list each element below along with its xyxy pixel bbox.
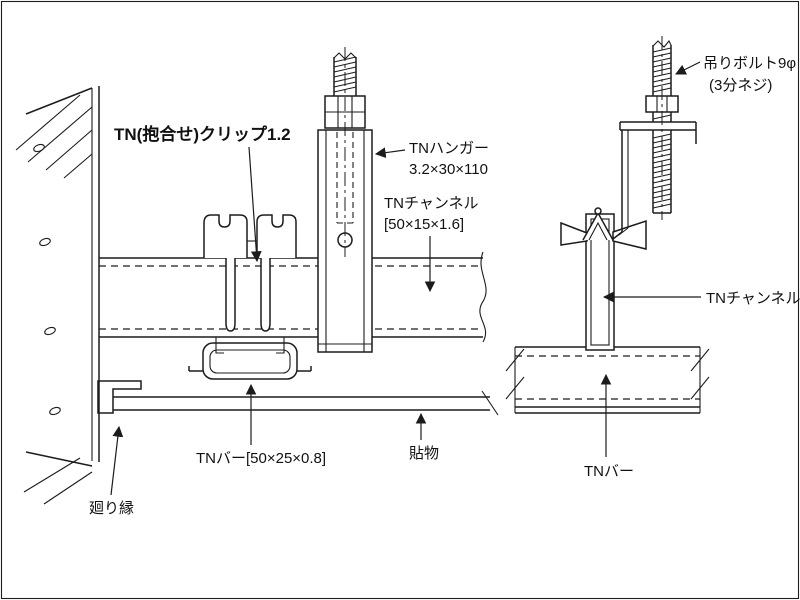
leader-clip: [248, 146, 262, 263]
label-clip: TN(抱合せ)クリップ1.2: [114, 124, 291, 144]
bracket-strap-bend: [618, 227, 629, 236]
wall-hole: [44, 326, 56, 336]
label-bolt-size: (3分ネジ): [709, 77, 772, 94]
wall-hole: [49, 406, 61, 416]
center-bolt: [324, 47, 366, 257]
wall-hole: [39, 237, 51, 247]
leader-bolt: [675, 61, 701, 75]
clip-hook: [276, 337, 285, 354]
wall-hatch-line: [27, 106, 93, 163]
labels: TN(抱合せ)クリップ1.2 TNハンガー 3.2×30×110 TNチャンネル…: [89, 55, 800, 517]
channel-break-line: [479, 251, 487, 343]
wall-hatch-line: [45, 129, 93, 171]
tn-clip: [203, 214, 297, 332]
thread-line: [652, 82, 672, 88]
tn-channel-end: [560, 207, 647, 351]
wall-bottom-cut: [25, 451, 93, 467]
label-hanger-size: 3.2×30×110: [409, 161, 488, 178]
rod-break-top: [652, 40, 672, 48]
wall-section: [15, 86, 100, 505]
wall-hatch-line: [43, 471, 93, 505]
clip-loop: [594, 207, 602, 215]
label-channel-name: TNチャンネル: [384, 195, 479, 212]
clip-prong: [260, 258, 271, 332]
thread-line: [652, 173, 672, 179]
board-break-slash: [481, 390, 499, 416]
hanging-bolt: [612, 36, 697, 240]
bar-cut-slash: [505, 376, 525, 400]
thread-line: [652, 148, 672, 154]
wall-hatch-line: [23, 457, 81, 493]
label-molding: 廻り縁: [89, 500, 134, 517]
clip-peak-inner: [588, 221, 608, 241]
leader-lines: [110, 61, 701, 496]
clip-wing-left: [560, 221, 588, 246]
clip-wing-right: [612, 219, 647, 250]
leader-hanger: [374, 147, 406, 159]
bar-cut-slash: [505, 348, 525, 372]
label-channel-right: TNチャンネル: [706, 290, 800, 307]
thread-line: [333, 61, 357, 68]
molding-outline: [97, 380, 142, 414]
tn-bar-side: [505, 346, 710, 414]
clip-prong: [225, 258, 236, 332]
wall-hole: [33, 143, 45, 153]
wall-hatch-line: [63, 153, 93, 179]
tn-channel-side: [99, 251, 487, 343]
wall-hatch-line: [15, 94, 81, 151]
clip-hook: [215, 337, 224, 354]
clip-hump-right: [256, 214, 297, 258]
bar-cut-slash: [690, 376, 710, 400]
label-channel-size: [50×15×1.6]: [384, 216, 464, 233]
thread-line: [652, 198, 672, 204]
bar-cut-slash: [690, 348, 710, 372]
label-bar-left: TNバー[50×25×0.8]: [196, 450, 326, 467]
bar-inner: [209, 349, 291, 374]
label-bar-right: TNバー: [584, 463, 634, 480]
leader-molding: [110, 425, 124, 496]
label-bolt-name: 吊りボルト9φ: [703, 55, 796, 72]
label-board: 貼物: [409, 445, 439, 462]
clip-hump-left: [203, 214, 248, 258]
wall-top-cut: [25, 87, 93, 115]
thread-line: [652, 57, 672, 63]
board: [113, 390, 499, 416]
bar-outer: [202, 342, 298, 380]
label-hanger-name: TNハンガー: [409, 140, 489, 157]
tn-bar-section: [188, 337, 312, 380]
thread-line: [333, 66, 357, 73]
molding-profile: [97, 380, 142, 414]
thread-line: [333, 86, 357, 93]
